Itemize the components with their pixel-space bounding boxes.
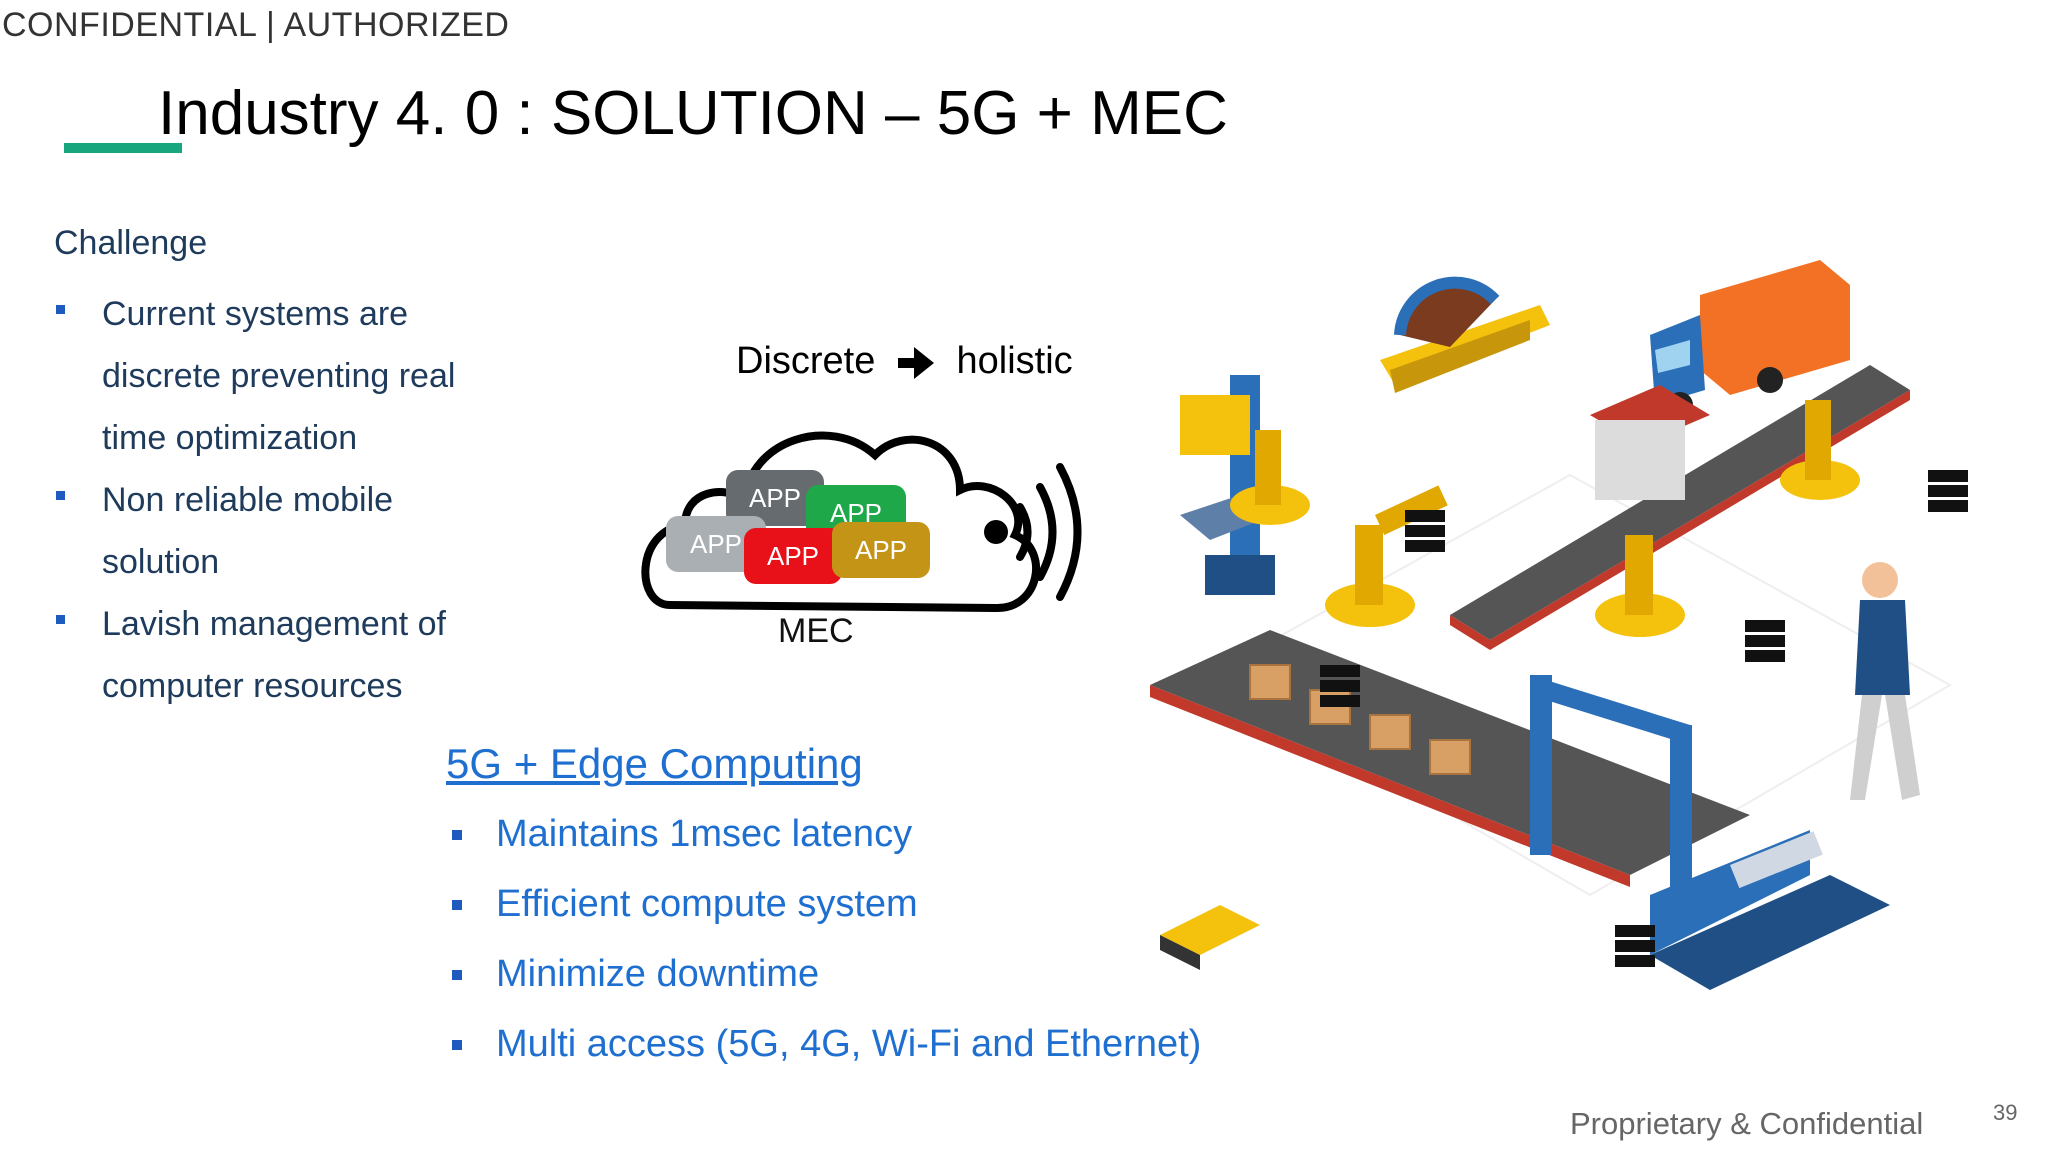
worker-figure-icon [1850,562,1920,800]
footer-proprietary: Proprietary & Confidential [1570,1106,1924,1141]
gantry-frame-icon [1530,675,1692,905]
challenge-item-text: Non reliable mobile solution [102,481,394,581]
robotic-arm-icon [1325,485,1448,627]
discrete-word: Discrete [736,340,876,382]
app-label: APP [854,535,908,565]
edge-benefit-item: Minimize downtime [450,948,1201,1018]
arrow-right-icon [897,346,934,379]
robotic-arm-icon [1780,400,1860,500]
challenge-item-text: Current systems are discrete preventing … [102,295,456,457]
app-block-red: APP [744,528,842,584]
edge-benefit-item: Maintains 1msec latency [450,808,1201,878]
slide-title: Industry 4. 0 : SOLUTION – 5G + MEC [158,79,1228,148]
edge-benefits-list: Maintains 1msec latency Efficient comput… [450,808,1201,1088]
edge-benefit-text: Efficient compute system [496,883,918,925]
edge-benefit-text: Multi access (5G, 4G, Wi-Fi and Ethernet… [496,1023,1202,1065]
bullet-icon [452,970,462,980]
holistic-word: holistic [956,340,1073,382]
server-icon [1615,925,1655,967]
app-label: APP [689,529,743,559]
edge-benefit-text: Maintains 1msec latency [496,813,913,855]
edge-benefit-item: Efficient compute system [450,878,1201,948]
smart-factory-illustration [1150,260,1968,990]
server-icon [1405,510,1445,552]
challenge-item-text: Lavish management of computer resources [102,605,446,705]
edge-benefit-item: Multi access (5G, 4G, Wi-Fi and Ethernet… [450,1018,1201,1088]
drill-press-icon [1180,375,1300,595]
mec-label: MEC [778,612,854,650]
bullet-icon [56,615,65,624]
bullet-icon [452,1040,462,1050]
page-number: 39 [1993,1100,2018,1125]
cnc-machine-icon [1650,830,1890,990]
delivery-truck-icon [1650,260,1850,418]
robotic-arm-icon [1230,430,1310,525]
app-block-gold: APP [832,522,930,578]
server-icon [1928,470,1968,512]
saw-machine-icon [1380,276,1550,393]
bullet-icon [452,900,462,910]
challenge-item: Lavish management of computer resources [54,593,514,717]
server-icon [1320,665,1360,707]
challenge-item: Non reliable mobile solution [54,469,514,593]
edge-benefit-text: Minimize downtime [496,953,820,995]
bullet-icon [452,830,462,840]
app-label: APP [766,541,820,571]
mec-cloud: APP APP APP APP APP [630,410,1100,660]
title-accent-bar [64,143,182,153]
challenge-list: Current systems are discrete preventing … [54,283,514,717]
press-station-icon [1590,385,1710,500]
factory-floor-lines [1207,473,1953,897]
challenge-heading: Challenge [54,224,208,262]
agv-robot-icon [1160,905,1260,970]
server-icon [1745,620,1785,662]
app-label: APP [748,483,802,513]
edge-computing-heading[interactable]: 5G + Edge Computing [446,740,863,787]
discrete-holistic-caption: Discrete holistic [736,340,1073,383]
challenge-item: Current systems are discrete preventing … [54,283,514,469]
bullet-icon [56,305,65,314]
wireless-signal-icon [984,463,1082,601]
bullet-icon [56,491,65,500]
robotic-arm-icon [1595,535,1685,637]
confidential-header: CONFIDENTIAL | AUTHORIZED [2,6,510,44]
